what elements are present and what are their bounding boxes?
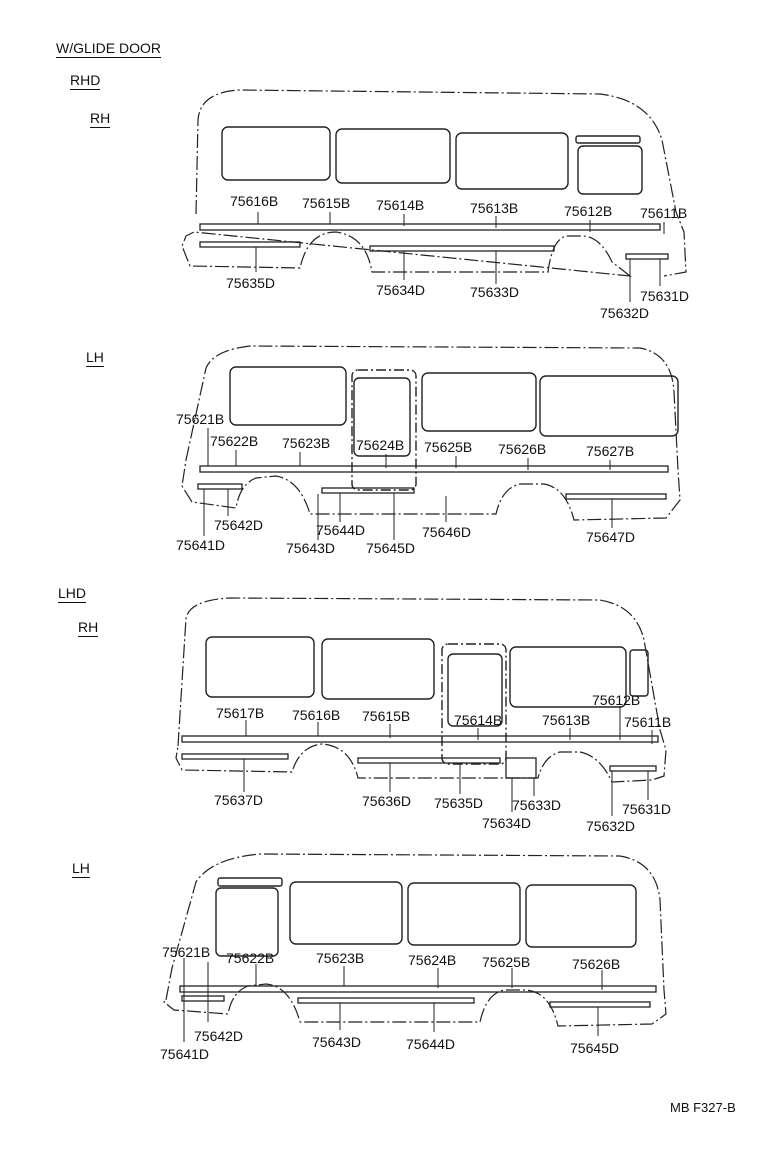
part-label: 75617B — [216, 705, 265, 721]
part-label: 75634D — [376, 282, 426, 298]
part-label: 75627B — [586, 443, 635, 459]
diagram-title: W/GLIDE DOOR — [56, 40, 162, 58]
part-label: 75611B — [624, 714, 672, 730]
part-label: 75614B — [376, 197, 425, 213]
part-label: 75614B — [454, 712, 503, 728]
part-label: 75622B — [210, 433, 259, 449]
section-drive-lhd: LHD — [58, 585, 87, 603]
part-label: 75622B — [226, 950, 275, 966]
part-label: 75626B — [498, 441, 547, 457]
part-label: 75631D — [640, 288, 690, 304]
van-rhd-lh — [181, 345, 681, 540]
section-side-rh-1: RH — [90, 110, 111, 128]
part-label: 75612B — [564, 203, 613, 219]
part-label: 75632D — [600, 305, 650, 321]
figure-code: MB F327-B — [670, 1100, 736, 1115]
section-side-rh-2: RH — [78, 619, 99, 637]
part-label: 75626B — [572, 956, 621, 972]
part-label: 75624B — [356, 437, 405, 453]
part-label: 75615B — [362, 708, 411, 724]
part-label: 75615B — [302, 195, 351, 211]
part-label: 75623B — [282, 435, 331, 451]
part-label: 75631D — [622, 801, 672, 817]
part-label: 75621B — [162, 944, 211, 960]
part-label: 75641D — [160, 1046, 210, 1062]
part-label: 75616B — [230, 193, 279, 209]
part-label: 75635D — [226, 275, 276, 291]
part-label: 75641D — [176, 537, 226, 553]
part-label: 75633D — [470, 284, 520, 300]
part-label: 75612B — [592, 692, 641, 708]
section-side-lh-1: LH — [86, 349, 104, 367]
part-label: 75644D — [406, 1036, 456, 1052]
part-label: 75633D — [512, 797, 562, 813]
van-lhd-lh — [163, 853, 667, 1042]
part-label: 75643D — [312, 1034, 362, 1050]
part-label: 75634D — [482, 815, 532, 831]
part-label: 75642D — [194, 1028, 244, 1044]
part-label: 75613B — [542, 712, 591, 728]
van-lhd-rh — [175, 597, 667, 816]
part-label: 75643D — [286, 540, 336, 556]
part-label: 75646D — [422, 524, 472, 540]
part-label: 75644D — [316, 522, 366, 538]
part-label: 75645D — [570, 1040, 620, 1056]
part-label: 75624B — [408, 952, 457, 968]
part-label: 75625B — [424, 439, 473, 455]
section-drive-rhd: RHD — [70, 72, 101, 90]
part-label: 75636D — [362, 793, 412, 809]
part-label: 75625B — [482, 954, 531, 970]
part-label: 75637D — [214, 792, 264, 808]
part-label: 75616B — [292, 707, 341, 723]
part-label: 75632D — [586, 818, 636, 834]
part-label: 75642D — [214, 517, 264, 533]
part-label: 75635D — [434, 795, 484, 811]
section-side-lh-2: LH — [72, 860, 90, 878]
part-label: 75623B — [316, 950, 365, 966]
van-rhd-rh — [181, 89, 687, 302]
part-label: 75613B — [470, 200, 519, 216]
part-label: 75647D — [586, 529, 636, 545]
part-label: 75611B — [640, 205, 688, 221]
part-label: 75645D — [366, 540, 416, 556]
part-label: 75621B — [176, 411, 225, 427]
